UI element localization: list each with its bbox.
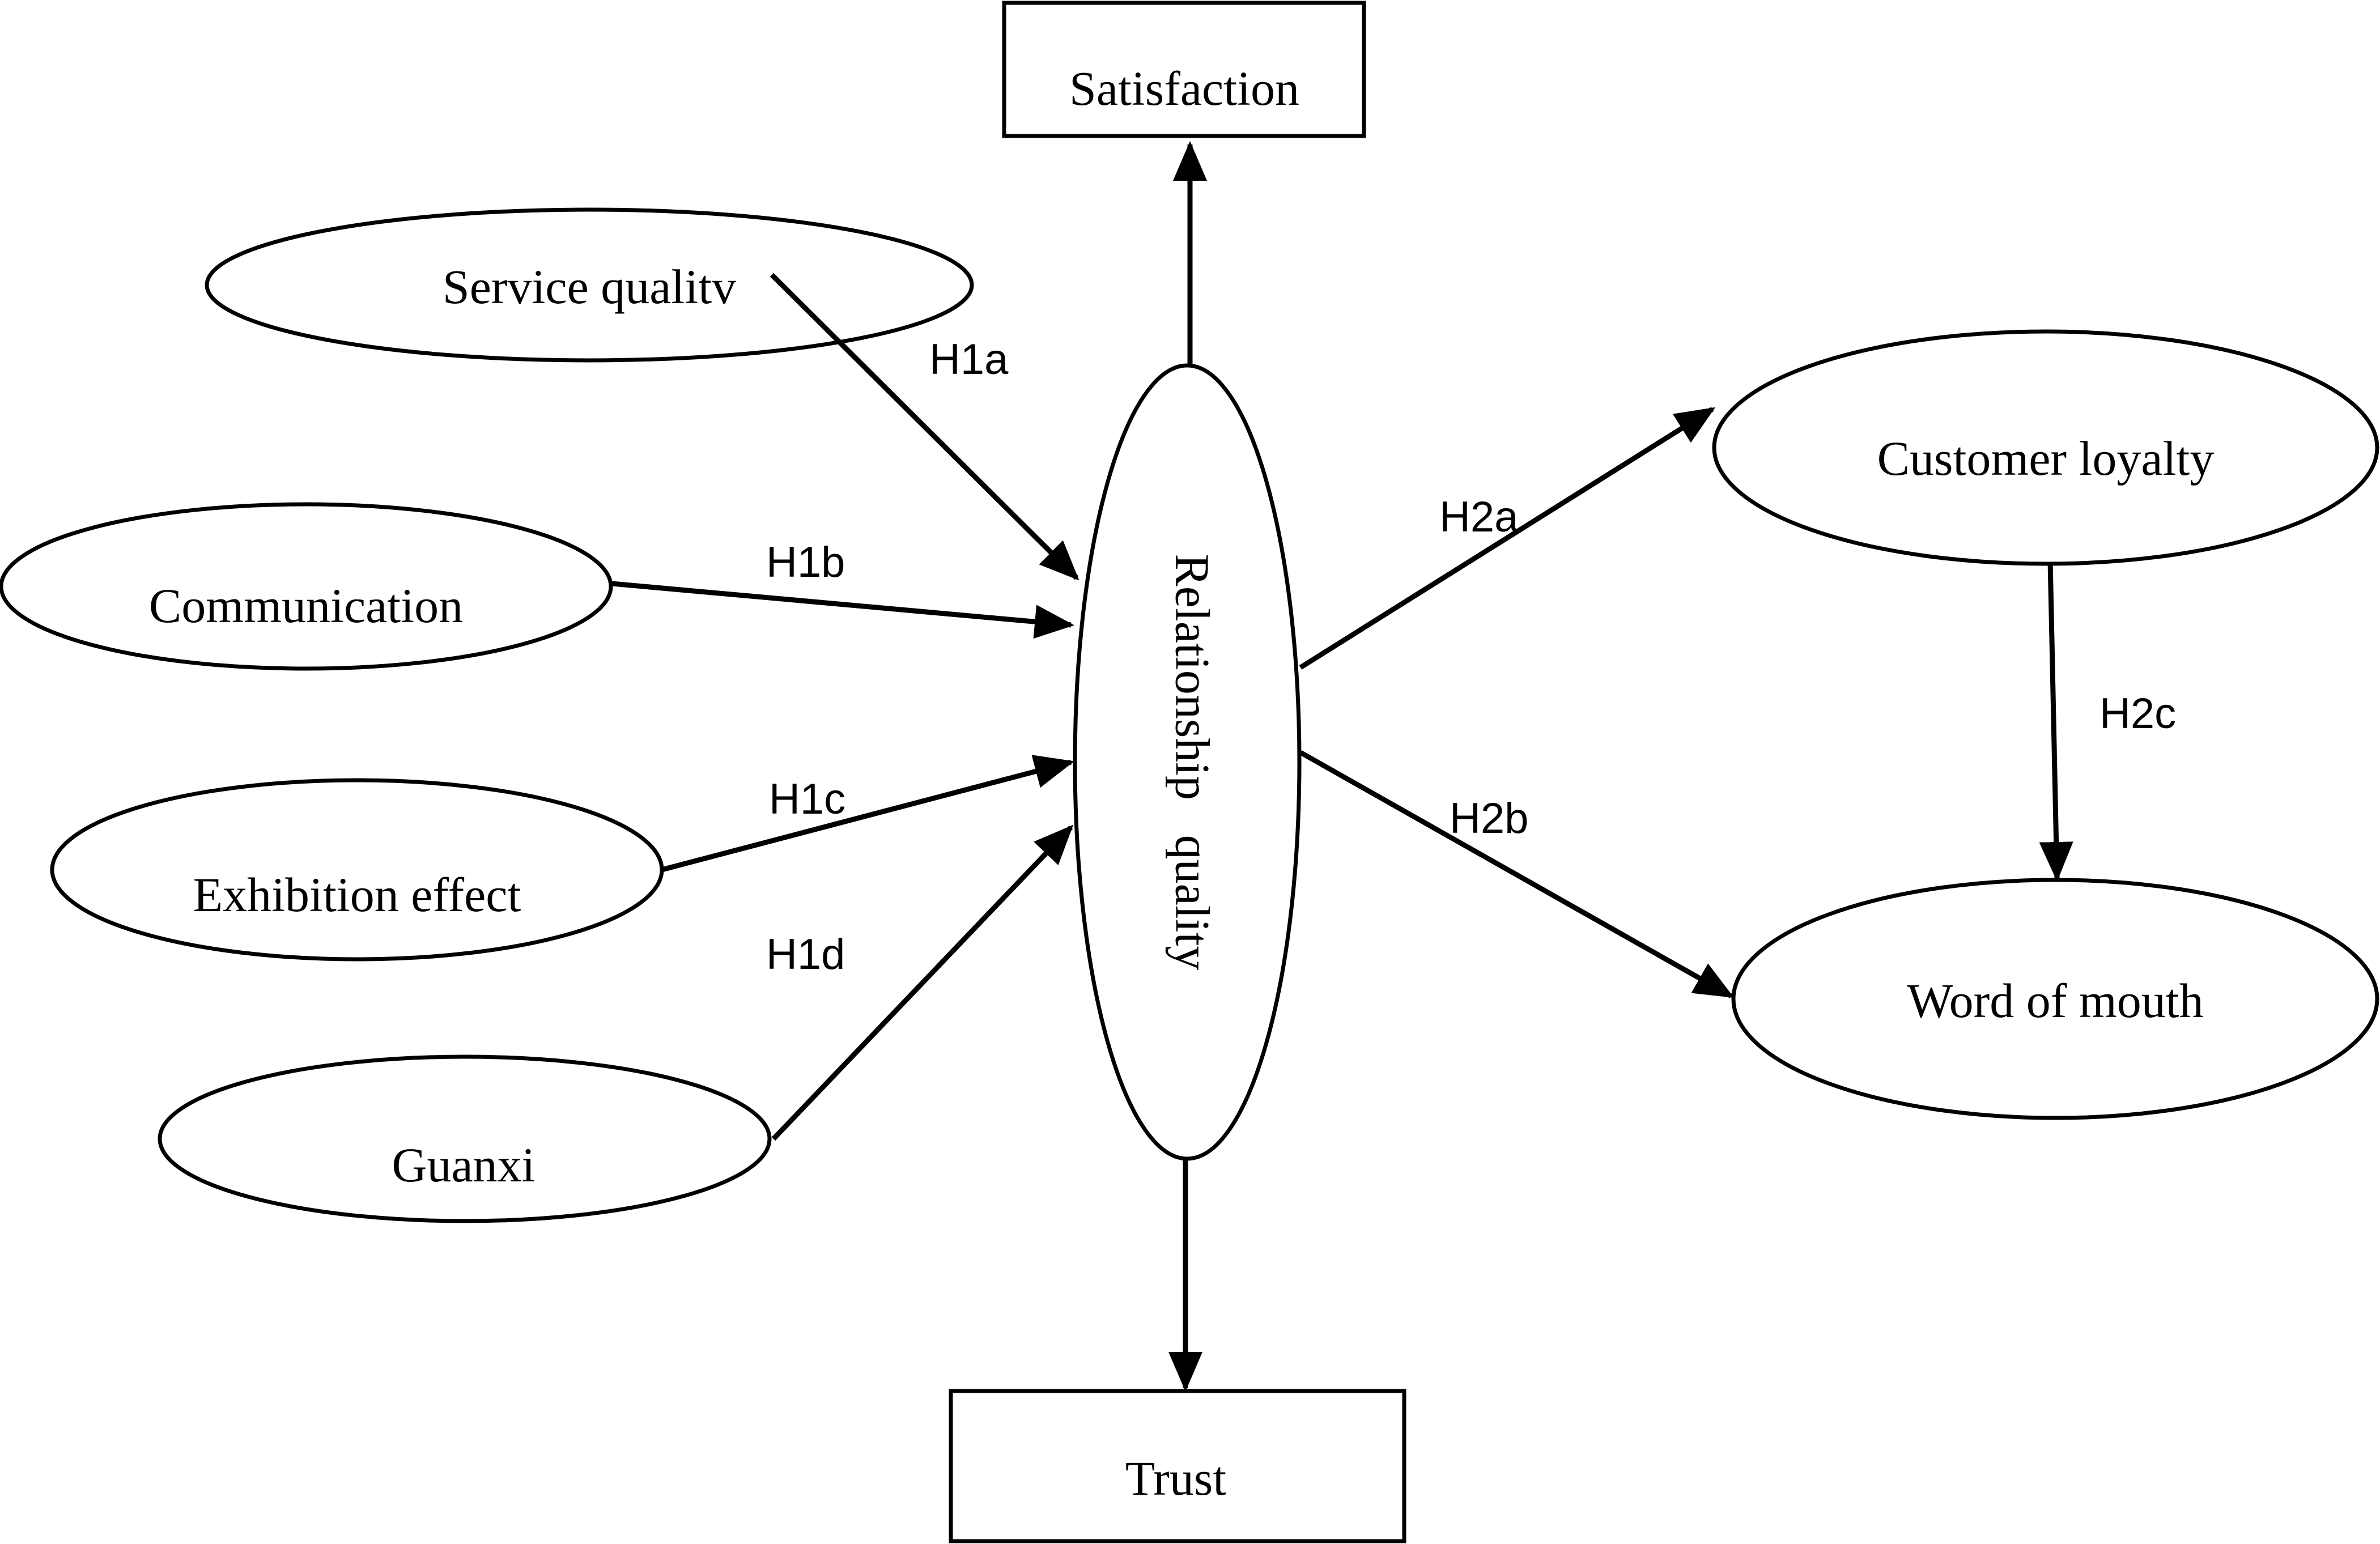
- node-customer-loyalty: Customer loyalty: [1712, 329, 2379, 566]
- arrow-communication-to-relationship-quality: [611, 581, 1074, 639]
- edge-label-h1a: H1a: [929, 335, 1009, 384]
- satisfaction-label: Satisfaction: [1069, 61, 1299, 116]
- edge-label-h1c: H1c: [769, 775, 845, 823]
- arrow-customer-loyalty-to-word-of-mouth: [2039, 560, 2073, 882]
- relationship-quality-label: Relationship quality: [1165, 554, 1219, 970]
- trust-box: [949, 1389, 1406, 1543]
- arrow-exhibition-effect-to-relationship-quality: [661, 755, 1074, 873]
- word-of-mouth-label: Word of mouth: [1907, 973, 2203, 1028]
- communication-ellipse: [0, 502, 613, 671]
- service-quality-ellipse-shape: [205, 207, 974, 363]
- edge-label-h2c: H2c: [2100, 690, 2176, 738]
- arrow-guanxi-to-relationship-quality: [771, 824, 1074, 1141]
- node-trust: Trust: [949, 1389, 1406, 1543]
- customer-loyalty-ellipse: [1712, 329, 2379, 566]
- node-communication: Communication: [0, 502, 613, 671]
- node-exhibition-effect: Exhibition effect: [50, 778, 664, 962]
- guanxi-ellipse: [158, 1054, 772, 1223]
- edge-label-h2a: H2a: [1439, 493, 1519, 541]
- edge-label-h1b: H1b: [766, 538, 845, 586]
- node-service-quality-fixed: Service qualitv: [205, 207, 974, 363]
- guanxi-label: Guanxi: [392, 1138, 535, 1192]
- trust-label: Trust: [1125, 1451, 1227, 1505]
- node-relationship-quality: Relationship quality: [1073, 363, 1302, 1161]
- exhibition-effect-label: Exhibition effect: [193, 867, 521, 922]
- arrow-service-quality-to-relationship-quality-overlay: [770, 273, 1080, 581]
- communication-label: Communication: [149, 579, 463, 633]
- exhibition-effect-ellipse: [50, 778, 664, 962]
- edge-label-h2b: H2b: [1450, 794, 1528, 843]
- arrow-relationship-quality-to-word-of-mouth: [1299, 750, 1735, 998]
- service-quality-label: Service qualitv: [443, 260, 736, 314]
- relationship-quality-ellipse: [1073, 363, 1302, 1161]
- word-of-mouth-ellipse: [1731, 878, 2379, 1120]
- node-word-of-mouth: Word of mouth: [1731, 878, 2379, 1120]
- arrow-relationship-quality-to-customer-loyalty: [1299, 407, 1716, 670]
- node-guanxi: Guanxi: [158, 1054, 772, 1223]
- edge-label-h1d: H1d: [766, 930, 845, 979]
- node-satisfaction: Satisfaction: [1002, 1, 1366, 138]
- edge-labels-layer: H1a H1b H1c H1d H2a H2b H2c: [766, 335, 2176, 979]
- customer-loyalty-label: Customer loyalty: [1877, 431, 2215, 486]
- satisfaction-box: [1002, 1, 1366, 138]
- nodes-layer: Satisfaction: [1002, 1, 1366, 138]
